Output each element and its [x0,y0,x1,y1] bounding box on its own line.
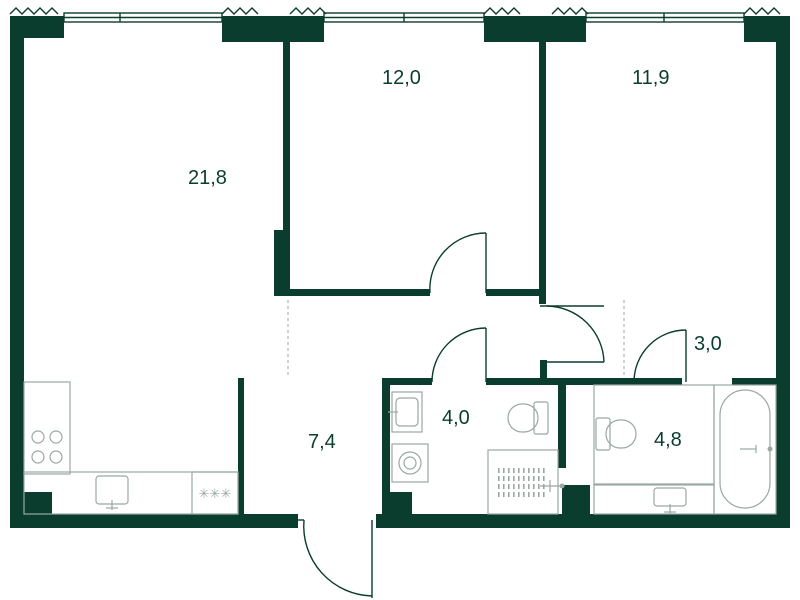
svg-text:✳✳✳: ✳✳✳ [199,487,232,502]
gas-burner-icon: ✳✳✳ [191,471,239,515]
room-area-bedroom-1: 12,0 [382,67,421,89]
bathtub-icon [713,384,777,515]
room-area-living: 21,8 [188,167,227,189]
toilet-icon [595,417,637,451]
door-icon [540,305,605,363]
room-area-hall: 7,4 [308,431,336,453]
toilet-icon [507,401,549,435]
room-area-storage: 3,0 [694,333,722,355]
washbasin-icon [593,483,715,515]
exterior-walls [10,16,790,528]
door-icon [298,519,373,598]
kitchen-sink-icon [95,475,129,510]
door-icon [431,327,487,383]
shower-tray-icon [487,449,565,515]
door-icon [633,329,687,383]
washing-machine-icon [391,443,429,483]
cooktop-icon [31,430,63,464]
washbasin-icon [388,391,423,433]
room-area-bathroom-1: 4,0 [442,407,470,429]
room-area-bedroom-2: 11,9 [632,67,669,89]
interior-walls [238,42,776,518]
room-area-bathroom-2: 4,8 [654,429,682,451]
door-icon [429,232,487,294]
